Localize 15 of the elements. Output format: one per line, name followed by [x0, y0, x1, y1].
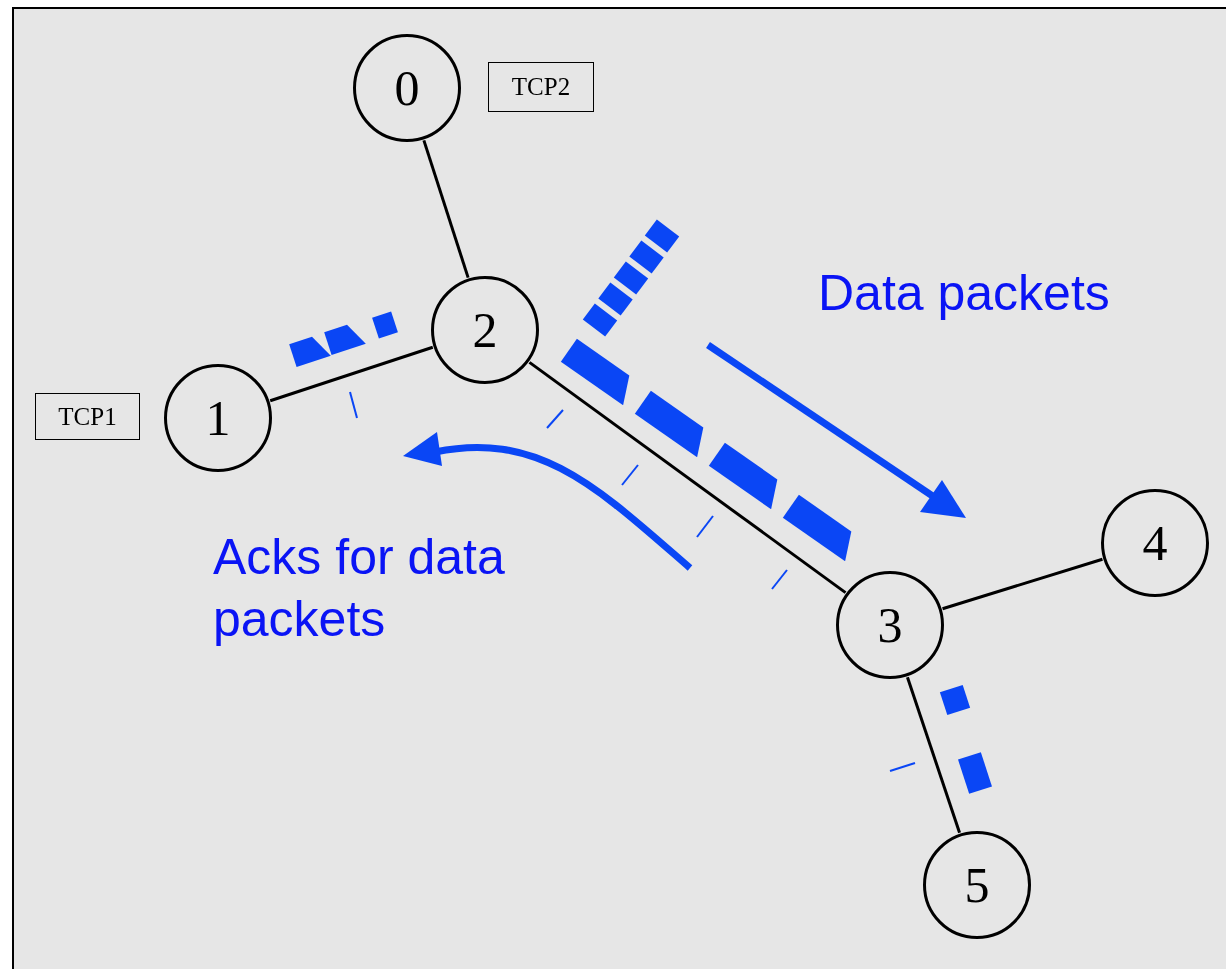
annotation-text: Data packets: [818, 264, 1111, 323]
agent-label-box: TCP2: [488, 62, 594, 112]
link-line: [906, 676, 961, 834]
annotation-text: Acks for data packets: [213, 528, 506, 649]
node-circle: 4: [1101, 489, 1209, 597]
link-line: [422, 139, 470, 279]
node-circle: 5: [923, 831, 1031, 939]
agent-label-box: TCP1: [35, 393, 140, 440]
link-line: [942, 557, 1103, 611]
node-circle: 0: [353, 34, 461, 142]
link-line: [528, 361, 847, 594]
node-circle: 1: [164, 364, 272, 472]
node-circle: 2: [431, 276, 539, 384]
link-line: [269, 345, 434, 403]
node-circle: 3: [836, 571, 944, 679]
